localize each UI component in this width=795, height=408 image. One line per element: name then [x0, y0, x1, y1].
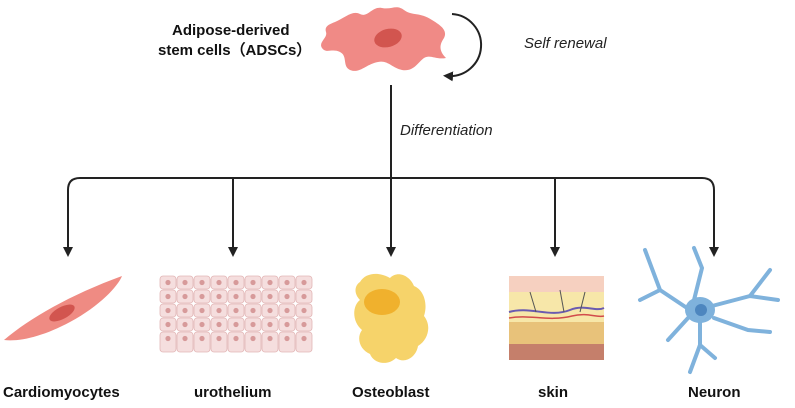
urothelium-nucleus: [216, 293, 222, 300]
urothelium-nucleus: [182, 279, 188, 286]
label-osteoblast: Osteoblast: [352, 384, 430, 401]
label-skin: skin: [538, 384, 568, 401]
urothelium-cell: [227, 331, 245, 353]
urothelium-cell: [295, 331, 313, 353]
self-renewal-label: Self renewal: [524, 35, 607, 52]
urothelium-nucleus: [267, 335, 273, 342]
label-neuron: Neuron: [688, 384, 741, 401]
urothelium-nucleus: [182, 335, 188, 342]
urothelium-nucleus: [233, 293, 239, 300]
urothelium-nucleus: [284, 293, 290, 300]
urothelium-cell: [176, 331, 194, 353]
urothelium-nucleus: [301, 293, 307, 300]
urothelium-nucleus: [182, 321, 188, 328]
urothelium-nucleus: [284, 279, 290, 286]
urothelium-cell: [193, 331, 211, 353]
urothelium-cell: [210, 331, 228, 353]
self-renewal-arrow: [443, 13, 482, 82]
urothelium-nucleus: [165, 335, 171, 342]
urothelium-nucleus: [199, 279, 205, 286]
urothelium-cell: [159, 331, 177, 353]
urothelium-cell: [244, 331, 262, 353]
urothelium-nucleus: [182, 293, 188, 300]
urothelium-nucleus: [199, 335, 205, 342]
urothelium-nucleus: [250, 321, 256, 328]
urothelium-nucleus: [216, 321, 222, 328]
urothelium-nucleus: [233, 335, 239, 342]
urothelium-nucleus: [233, 307, 239, 314]
label-urothelium: urothelium: [194, 384, 272, 401]
urothelium-nucleus: [284, 321, 290, 328]
label-cardiomyocytes: Cardiomyocytes: [3, 384, 120, 401]
skin-icon: [508, 276, 605, 360]
urothelium-nucleus: [199, 307, 205, 314]
urothelium-nucleus: [250, 293, 256, 300]
urothelium-nucleus: [233, 321, 239, 328]
urothelium-nucleus: [250, 307, 256, 314]
urothelium-nucleus: [284, 307, 290, 314]
stem-cell-title-line1: Adipose-derived: [172, 22, 290, 39]
urothelium-nucleus: [301, 321, 307, 328]
urothelium-nucleus: [301, 307, 307, 314]
urothelium-nucleus: [165, 307, 171, 314]
urothelium-icon: [159, 275, 313, 353]
urothelium-cell: [278, 331, 296, 353]
urothelium-nucleus: [216, 279, 222, 286]
urothelium-nucleus: [165, 293, 171, 300]
urothelium-nucleus: [216, 335, 222, 342]
urothelium-nucleus: [165, 279, 171, 286]
urothelium-nucleus: [250, 335, 256, 342]
urothelium-nucleus: [284, 335, 290, 342]
urothelium-nucleus: [165, 321, 171, 328]
urothelium-nucleus: [267, 321, 273, 328]
urothelium-nucleus: [267, 293, 273, 300]
urothelium-nucleus: [250, 279, 256, 286]
osteoblast-icon: [354, 273, 429, 363]
urothelium-nucleus: [301, 279, 307, 286]
urothelium-nucleus: [301, 335, 307, 342]
urothelium-nucleus: [267, 307, 273, 314]
urothelium-nucleus: [199, 321, 205, 328]
urothelium-cell: [261, 331, 279, 353]
differentiation-label: Differentiation: [400, 122, 493, 139]
urothelium-nucleus: [199, 293, 205, 300]
stem-cell-title-line2: stem cells（ADSCs）: [158, 41, 311, 59]
urothelium-nucleus: [267, 279, 273, 286]
urothelium-nucleus: [233, 279, 239, 286]
urothelium-nucleus: [216, 307, 222, 314]
urothelium-nucleus: [182, 307, 188, 314]
cardiomyocyte-icon: [4, 276, 122, 341]
neuron-icon: [638, 246, 780, 374]
stem-cell-icon: [321, 7, 446, 71]
